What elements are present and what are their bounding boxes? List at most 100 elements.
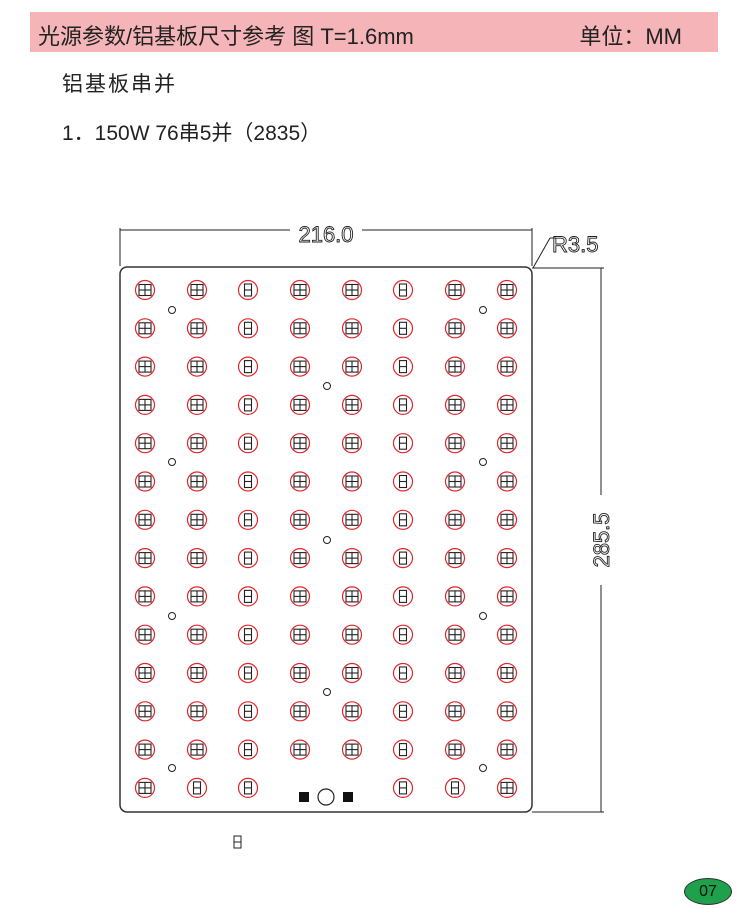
led-2835-double — [289, 739, 311, 760]
radius-label: R3.5 — [552, 232, 598, 257]
led-2835-double — [341, 701, 363, 722]
height-dimension — [532, 267, 604, 813]
led-2835-double — [496, 586, 518, 607]
led-2835-double — [444, 433, 466, 454]
led-2835-single — [237, 624, 259, 645]
led-grid — [134, 279, 518, 799]
led-2835-double — [496, 471, 518, 492]
led-2835-double — [496, 662, 518, 684]
solder-pad-right — [343, 792, 353, 802]
led-2835-double — [496, 318, 518, 339]
led-2835-double — [496, 701, 518, 722]
led-2835-double — [496, 394, 518, 415]
led-2835-double — [186, 701, 208, 722]
led-2835-double — [289, 433, 311, 454]
led-2835-double — [341, 394, 363, 415]
led-2835-double — [134, 777, 156, 799]
led-2835-double — [289, 394, 311, 415]
led-2835-double — [444, 624, 466, 645]
led-2835-double — [289, 624, 311, 645]
led-2835-single — [392, 318, 414, 339]
screw-hole — [323, 536, 331, 544]
led-2835-single — [237, 586, 259, 607]
solder-pad-left — [299, 792, 309, 802]
single-pad-legend-icon — [233, 835, 242, 849]
led-2835-double — [134, 662, 156, 684]
led-2835-single — [392, 739, 414, 760]
led-2835-double — [186, 318, 208, 339]
screw-hole — [168, 612, 176, 620]
led-2835-single — [392, 356, 414, 377]
led-2835-single — [237, 433, 259, 454]
led-2835-single — [237, 701, 259, 722]
led-2835-single — [237, 394, 259, 415]
led-2835-single — [392, 394, 414, 415]
led-2835-double — [444, 279, 466, 301]
led-2835-single — [392, 471, 414, 492]
led-2835-double — [341, 509, 363, 530]
led-2835-double — [186, 586, 208, 607]
led-2835-double — [186, 624, 208, 645]
led-2835-double — [444, 547, 466, 569]
led-2835-single — [392, 547, 414, 569]
led-2835-double — [289, 356, 311, 377]
led-2835-double — [186, 433, 208, 454]
screw-hole — [323, 688, 331, 696]
led-2835-double — [289, 279, 311, 301]
spec-line: 1．150W 76串5并（2835） — [62, 122, 322, 145]
led-2835-double — [134, 624, 156, 645]
led-2835-single — [237, 471, 259, 492]
led-2835-double — [186, 394, 208, 415]
led-2835-single — [237, 356, 259, 377]
led-2835-double — [134, 509, 156, 530]
led-2835-double — [496, 279, 518, 301]
led-2835-double — [289, 471, 311, 492]
led-2835-single — [237, 509, 259, 530]
led-2835-single — [392, 586, 414, 607]
mounting-holes — [168, 306, 487, 772]
led-2835-single — [237, 662, 259, 684]
led-2835-single — [392, 279, 414, 301]
led-2835-double — [341, 547, 363, 569]
led-2835-double — [341, 662, 363, 684]
led-2835-double — [341, 586, 363, 607]
led-2835-double — [134, 433, 156, 454]
width-dimension — [119, 228, 533, 266]
page-number-badge: 07 — [684, 878, 732, 905]
led-2835-double — [341, 279, 363, 301]
screw-hole — [168, 764, 176, 772]
led-2835-double — [186, 509, 208, 530]
led-2835-single — [444, 777, 466, 799]
led-2835-double — [289, 701, 311, 722]
led-2835-double — [496, 739, 518, 760]
led-2835-single — [392, 433, 414, 454]
led-2835-double — [289, 509, 311, 530]
led-2835-double — [186, 739, 208, 760]
radius-leader — [532, 237, 556, 269]
led-2835-double — [496, 356, 518, 377]
led-2835-double — [134, 471, 156, 492]
led-2835-double — [444, 586, 466, 607]
led-2835-double — [289, 318, 311, 339]
led-2835-double — [186, 662, 208, 684]
led-2835-single — [237, 777, 259, 799]
screw-hole — [479, 612, 487, 620]
header-bar: 光源参数/铝基板尺寸参考 图 T=1.6mm 单位：MM — [30, 12, 718, 52]
led-2835-double — [134, 739, 156, 760]
led-2835-double — [444, 394, 466, 415]
width-label: 216.0 — [298, 222, 353, 247]
led-2835-double — [134, 547, 156, 569]
led-2835-double — [444, 701, 466, 722]
led-2835-single — [186, 777, 208, 799]
led-2835-single — [237, 318, 259, 339]
led-2835-single — [237, 739, 259, 760]
led-2835-double — [444, 509, 466, 530]
led-2835-double — [444, 739, 466, 760]
led-2835-double — [496, 433, 518, 454]
led-2835-double — [341, 624, 363, 645]
led-2835-double — [444, 356, 466, 377]
aluminum-board-outline — [119, 266, 533, 813]
section-title: 铝基板串并 — [62, 73, 177, 96]
led-2835-single — [392, 701, 414, 722]
